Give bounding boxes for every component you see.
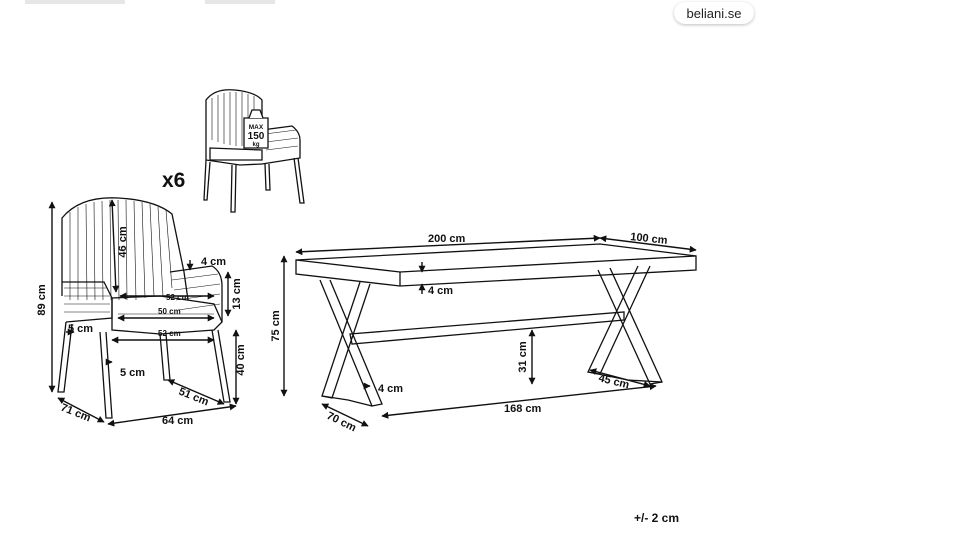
table-leg-span-label: 168 cm <box>504 403 542 415</box>
chair-seat-outer-label: 52 cm <box>158 329 181 338</box>
header-remnant-left <box>25 0 125 4</box>
chair-width-label: 64 cm <box>162 415 193 427</box>
chair-seat-inner-top-label: 52 cm <box>166 293 189 302</box>
table-leg-thickness-label: 4 cm <box>378 383 403 395</box>
chair-dimension-lines <box>48 199 240 427</box>
header-remnant-right <box>205 0 275 4</box>
table-length-label: 200 cm <box>428 233 466 245</box>
weight-badge-value: 150 <box>248 131 265 142</box>
chair-seat-inner-label: 50 cm <box>158 307 181 316</box>
chair-seat-height-label: 40 cm <box>235 344 247 375</box>
chair-seat-depth-label: 51 cm <box>177 386 211 409</box>
chair-leg-left-label: 5 cm <box>68 323 93 335</box>
table-top-thickness-label: 4 cm <box>428 285 453 297</box>
chair-back-label: 46 cm <box>117 226 129 257</box>
chair-quantity: x6 <box>162 169 185 192</box>
small-chair-illustration: MAX 150 kg <box>203 89 305 213</box>
table-foot-width-label: 45 cm <box>597 372 630 391</box>
chair-depth-label: 71 cm <box>59 402 93 425</box>
table-height-label: 75 cm <box>270 310 282 341</box>
chair-leg-gap-label: 5 cm <box>120 367 145 379</box>
large-chair-illustration <box>57 197 231 419</box>
table-clearance-label: 31 cm <box>517 341 529 372</box>
tolerance-note: +/- 2 cm <box>634 511 680 525</box>
weight-badge-max: MAX <box>249 124 264 131</box>
weight-badge-unit: kg <box>252 142 259 148</box>
brand-badge: beliani.se <box>674 2 754 24</box>
table-width-label: 100 cm <box>630 231 669 247</box>
brand-site: beliani.se <box>686 5 742 21</box>
chair-arm-height-label: 13 cm <box>231 278 243 309</box>
chair-arm-thickness-label: 4 cm <box>201 256 226 268</box>
chair-height-label: 89 cm <box>36 284 48 315</box>
table-dimension-lines <box>280 234 697 427</box>
